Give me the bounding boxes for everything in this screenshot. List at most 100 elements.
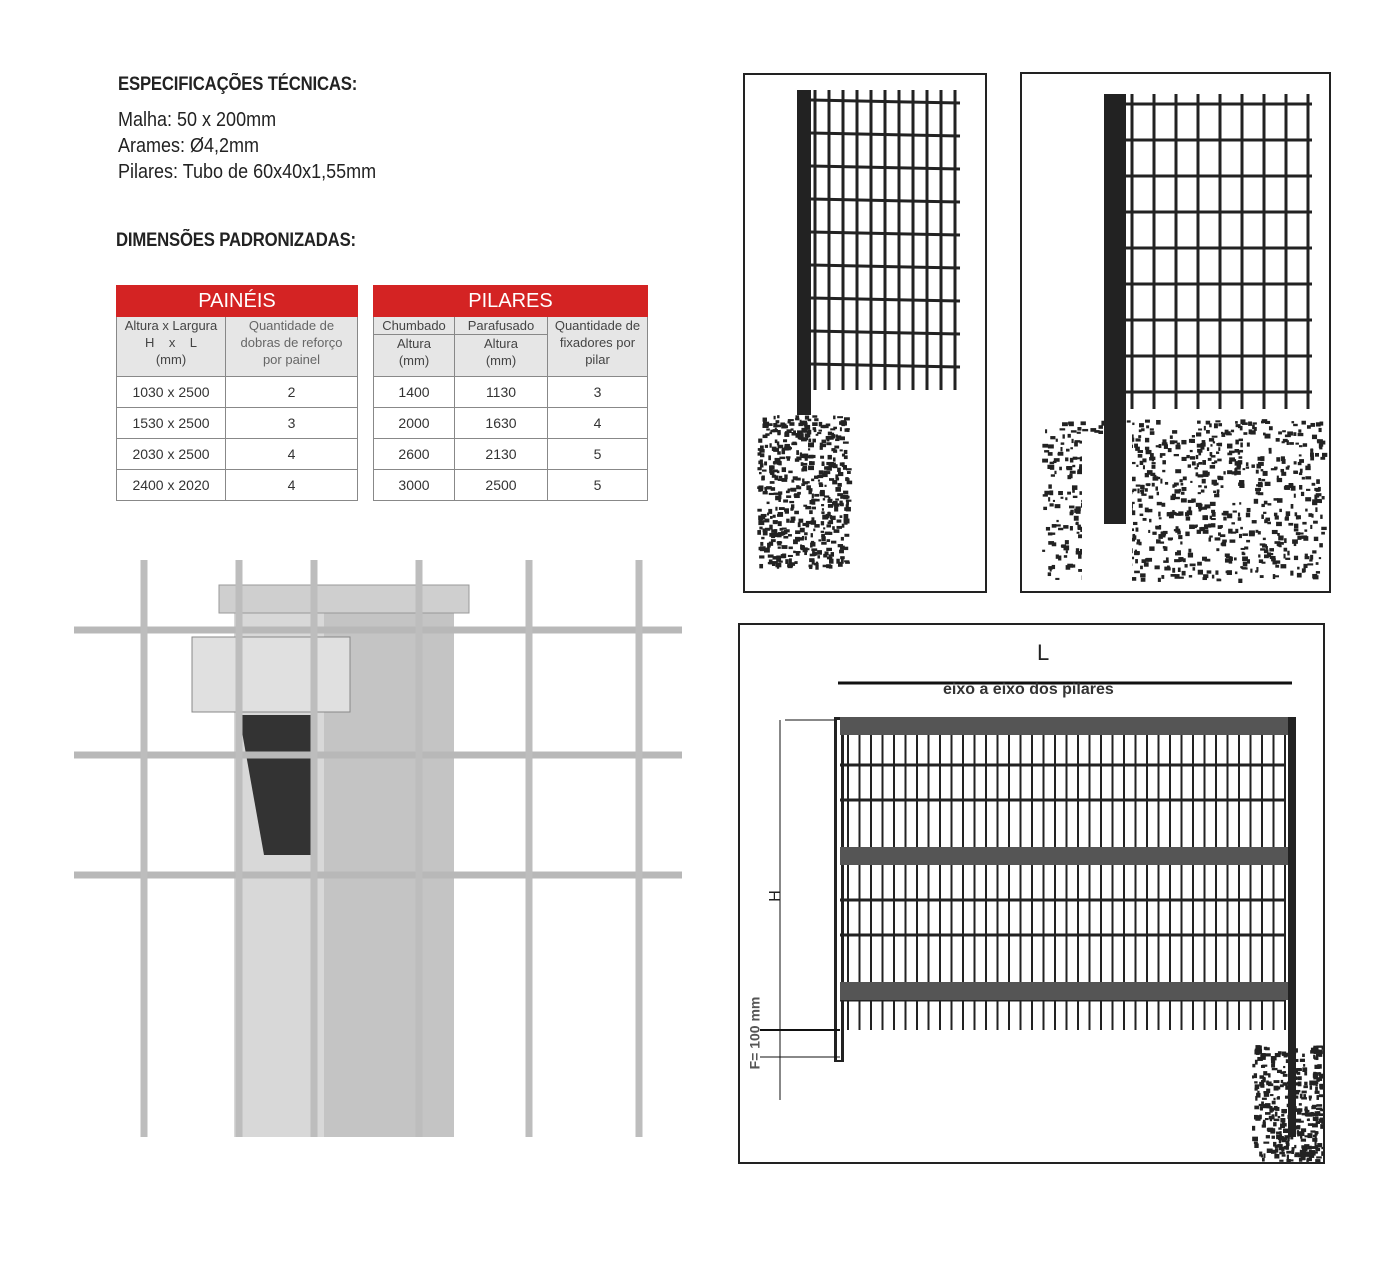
gravel — [1302, 1054, 1305, 1057]
gravel — [1052, 565, 1055, 569]
gravel — [1252, 1137, 1258, 1142]
gravel — [1194, 467, 1197, 469]
gravel — [810, 543, 813, 548]
gravel — [1316, 1104, 1322, 1107]
gravel — [774, 493, 779, 495]
gravel — [824, 466, 827, 469]
gravel — [1319, 543, 1323, 547]
gravel — [1285, 485, 1290, 490]
gravel — [1307, 464, 1310, 466]
gravel — [762, 475, 765, 480]
gravel — [833, 416, 835, 420]
gravel — [1264, 519, 1268, 523]
gravel — [1238, 517, 1242, 521]
gravel — [821, 511, 824, 514]
gravel — [1067, 492, 1071, 495]
gravel — [1137, 488, 1139, 493]
gravel — [1310, 525, 1312, 529]
gravel — [1174, 454, 1179, 456]
gravel — [1320, 443, 1323, 447]
gravel — [760, 463, 764, 467]
gravel — [1275, 565, 1279, 568]
gravel — [835, 498, 839, 500]
gravel — [791, 442, 797, 445]
gravel — [1297, 573, 1302, 578]
gravel — [1160, 479, 1162, 484]
gravel — [764, 519, 769, 523]
gravel — [1297, 1068, 1302, 1071]
gravel — [1307, 425, 1311, 429]
gravel — [1231, 532, 1236, 534]
gravel — [1320, 1118, 1323, 1122]
gravel — [1198, 462, 1202, 465]
gravel — [1259, 1152, 1262, 1157]
gravel — [1063, 545, 1069, 550]
gravel — [788, 488, 791, 490]
gravel — [809, 461, 812, 464]
gravel — [1282, 430, 1286, 432]
gravel — [825, 471, 830, 474]
gravel — [791, 504, 794, 508]
gravel — [1205, 559, 1211, 562]
right-post — [1288, 717, 1296, 1137]
gravel — [811, 455, 816, 458]
gravel — [788, 534, 792, 536]
gravel — [1315, 1148, 1320, 1151]
gravel — [1278, 431, 1282, 434]
gravel — [826, 514, 830, 518]
gravel — [818, 539, 821, 541]
gravel — [1207, 570, 1212, 573]
gravel — [1285, 516, 1289, 521]
gravel — [1246, 462, 1249, 466]
gravel — [1210, 444, 1212, 446]
gravel — [1073, 496, 1078, 498]
gravel — [1294, 524, 1298, 529]
gravel — [1287, 1137, 1290, 1141]
gravel — [1276, 457, 1280, 461]
gravel — [1299, 1131, 1304, 1136]
gravel — [1317, 1143, 1322, 1147]
gravel — [1223, 517, 1226, 521]
gravel — [758, 520, 764, 525]
gravel — [833, 457, 836, 461]
gravel — [789, 501, 794, 503]
gravel — [1236, 424, 1239, 427]
gravel — [1218, 423, 1222, 426]
gravel — [1304, 1071, 1307, 1075]
gravel — [1146, 425, 1149, 428]
gravel — [795, 551, 801, 553]
gravel — [1277, 1097, 1280, 1100]
gravel — [769, 533, 775, 537]
gravel — [1066, 565, 1071, 570]
gravel — [1302, 477, 1305, 480]
gravel — [1275, 1112, 1278, 1117]
gravel — [1223, 471, 1225, 474]
gravel — [796, 450, 799, 455]
gravel — [779, 476, 782, 479]
gravel — [1077, 471, 1082, 475]
col-fixadores: Quantidade defixadores porpilar — [548, 317, 648, 377]
gravel — [805, 536, 807, 540]
gravel — [1321, 532, 1325, 535]
gravel — [1302, 1091, 1307, 1094]
gravel — [1283, 1129, 1289, 1133]
gravel — [1262, 1098, 1267, 1100]
gravel — [1132, 534, 1134, 538]
gravel — [1155, 565, 1160, 569]
gravel — [1190, 450, 1193, 452]
gravel — [1267, 522, 1271, 525]
gravel — [782, 554, 786, 559]
gravel — [1290, 571, 1293, 576]
gravel — [1255, 488, 1261, 491]
gravel — [1272, 1136, 1275, 1139]
gravel — [771, 487, 775, 491]
gravel — [1305, 476, 1311, 479]
gravel — [1296, 517, 1299, 519]
gravel — [1217, 490, 1219, 495]
gravel — [1136, 465, 1138, 467]
gravel — [767, 543, 771, 548]
gravel — [1139, 429, 1142, 432]
gravel — [811, 507, 815, 510]
gravel — [1051, 474, 1055, 476]
gravel — [796, 456, 801, 460]
